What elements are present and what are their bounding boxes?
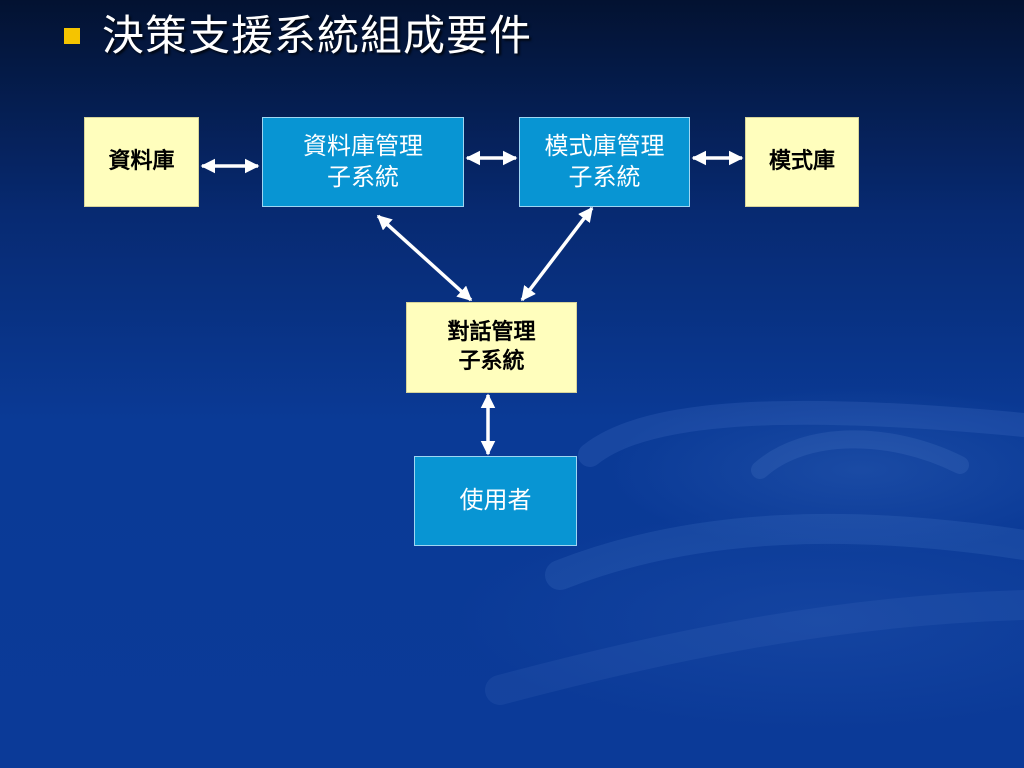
user-box: 使用者	[414, 456, 577, 546]
database-management-subsystem-box: 資料庫管理 子系統	[262, 117, 464, 207]
title-row: 決策支援系統組成要件	[64, 8, 532, 64]
model-management-subsystem-box: 模式庫管理 子系統	[519, 117, 690, 207]
slide-title: 決策支援系統組成要件	[102, 11, 533, 60]
model-base-box: 模式庫	[745, 117, 859, 207]
arrow-model-management-to-dialog-management	[520, 206, 594, 302]
title-bullet-icon	[64, 28, 80, 44]
database-box: 資料庫	[84, 117, 199, 207]
arrow-database-management-to-dialog-management	[376, 214, 473, 302]
dialog-management-subsystem-box: 對話管理 子系統	[406, 302, 577, 393]
